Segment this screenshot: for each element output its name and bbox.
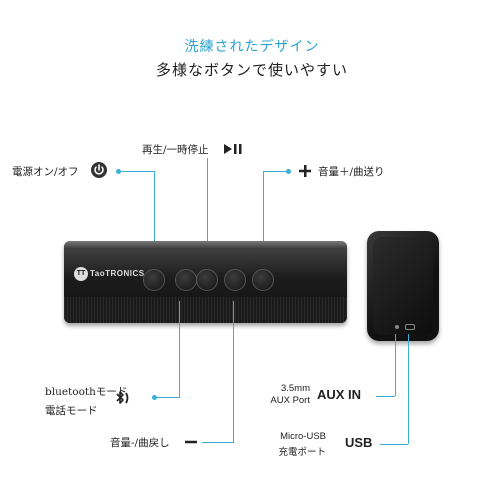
speaker-body: TT TaoTRONICS [64,241,347,323]
speaker-grille [64,297,347,323]
plus-icon [299,165,311,177]
volume-up-button[interactable] [252,269,274,291]
bluetooth-pointer-line [157,397,179,398]
bluetooth-phone-button[interactable] [175,269,197,291]
power-label: 電源オン/オフ [12,166,79,178]
vol-up-label: 音量＋/曲送り [318,166,385,178]
power-pointer-line [120,171,154,172]
aux-port-label: AUX Port [270,395,310,406]
aux-size-label: 3.5mm [280,383,310,394]
volume-down-button[interactable] [224,269,246,291]
power-pointer-drop [154,171,155,271]
play-pause-label: 再生/一時停止 [142,144,209,156]
aux-in-label: AUX IN [317,387,362,402]
aux-jack [395,325,399,329]
bluetooth-pointer-rise [179,301,180,398]
play-pause-icon [224,144,242,154]
play-pause-button[interactable] [196,269,218,291]
minus-icon [185,440,197,444]
bluetooth-pointer-dot [152,395,157,400]
aux-pointer-rise [395,334,396,396]
aux-pointer-line [376,396,395,397]
vol-down-pointer-line [202,442,233,443]
brand-logo-text: TaoTRONICS [90,269,145,278]
play-pause-pointer-line [207,158,208,272]
brand-logo-mark: TT [74,267,88,281]
speaker-side-view [367,231,439,341]
usb-pointer-rise [408,334,409,444]
vol-down-label: 音量-/曲戻し [110,437,170,449]
vol-up-pointer-line [263,171,287,172]
power-button[interactable] [143,269,165,291]
power-pointer-dot [116,169,121,174]
usb-pointer-line [380,444,408,445]
micro-usb-label: Micro-USB [280,431,326,442]
charge-port-label: 充電ポート [278,447,326,458]
bluetooth-phone-icon [116,391,129,404]
vol-up-pointer-drop [263,171,264,271]
usb-port [405,324,415,330]
vol-down-pointer-rise [233,301,234,443]
usb-label: USB [345,435,373,450]
call-mode-label: 電話モード [45,405,98,417]
bluetooth-mode-label: bluetoothモード [45,386,128,398]
vol-up-pointer-dot [286,169,291,174]
headline: 洗練されたデザイン [184,39,320,55]
subheadline: 多様なボタンで使いやすい [155,61,348,79]
power-icon [91,162,107,178]
